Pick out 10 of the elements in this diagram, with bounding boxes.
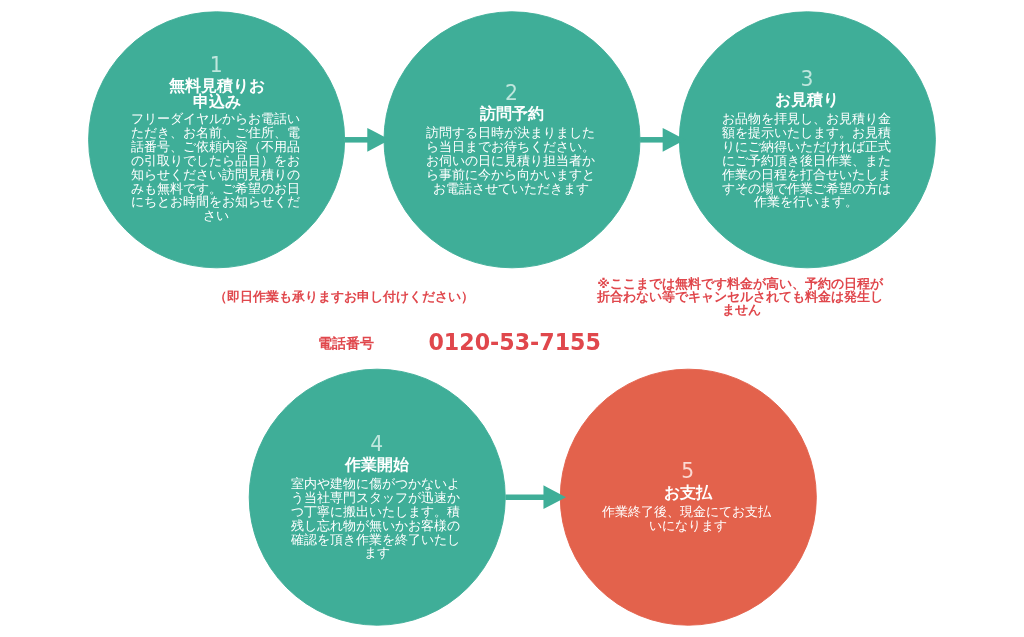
label: ※ここまでは無料です料金が高い、予約の日程が折合わない等でキャンセルされても料金は発生しません [596,276,883,318]
label: （即日作業も承りますお申し付けください） [213,288,474,304]
node-circle: 2 訪問予約 訪問する日時が決まりましたら当日までお待ちください。お伺いの日に見積り担当者から事前に今から向かいますとお電話させていただきます [383,11,641,269]
label: 0120-53-7155 [428,329,601,356]
label: 電話番号 [317,334,374,351]
node-circle: 3 お見積り お品物を拝見し、お見積り金額を提示いたします。お見積りにご納得いただければ正式にご予約頂き後日作業、また作業の日程を打合せいたしますその場で作業ご希望の方は作業を行います。 [678,11,936,269]
node-circle: 5 お支払 作業終了後、現金にてお支払いになります [559,368,817,626]
arrow [505,485,567,510]
node-circle: 1 無料見積りお申込み フリーダイヤルからお電話いただき、お名前、ご住所、電話番号、ご依頼内容（不用品の引取りでしたら品目）をお知らせください訪問見積りのみも無料です。ご希望のお日にちとお時間をお知らせください [88,11,346,269]
node-circle: 4 作業開始 室内や建物に傷がつかないよう当社専門スタッフが迅速かつ丁寧に搬出いたします。積残し忘れ物が無いかお客様の確認を頂き作業を終了いたします [248,368,506,626]
